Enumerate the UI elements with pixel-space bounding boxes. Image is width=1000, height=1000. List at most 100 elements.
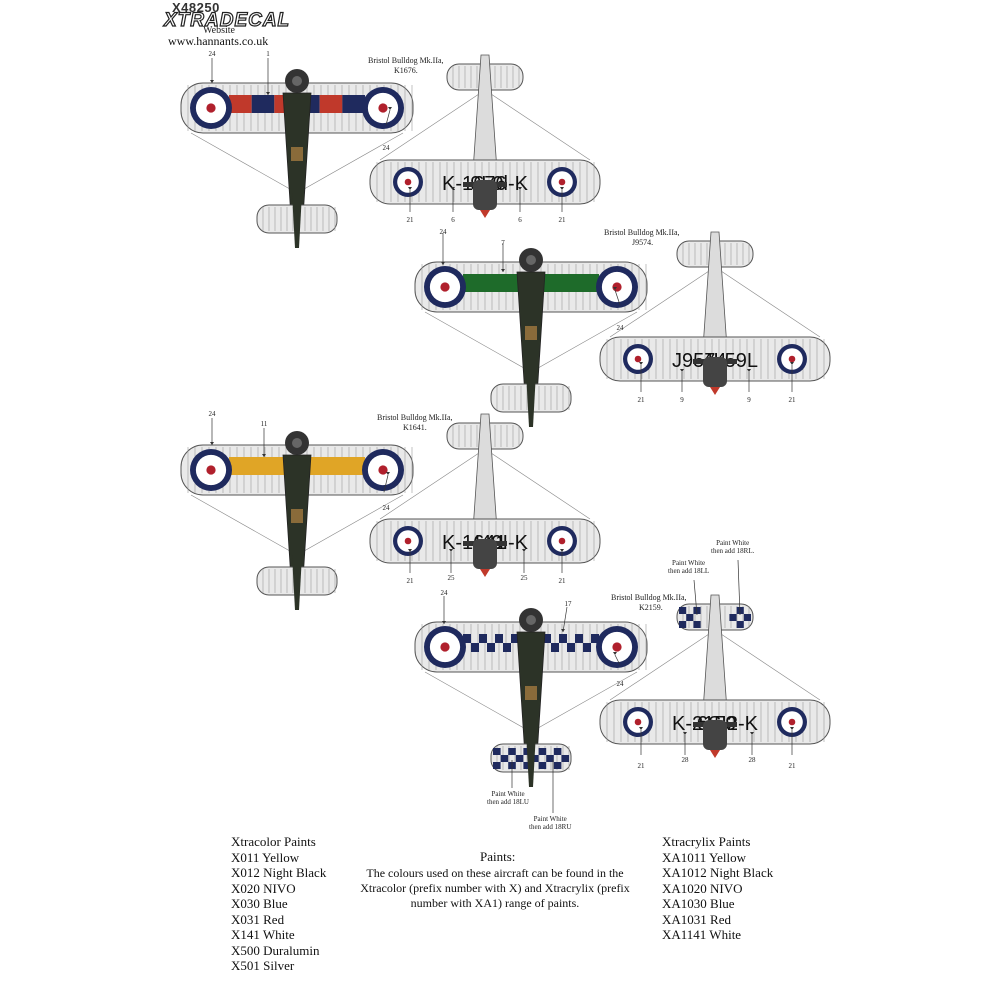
checker-square <box>736 621 744 628</box>
checker-square <box>583 643 591 652</box>
callout-number: 6 <box>518 216 522 224</box>
callout-arrow <box>790 362 794 365</box>
note-line: Paint White <box>672 559 706 567</box>
paint-item: X030 Blue <box>231 896 288 911</box>
callout-number: 21 <box>789 396 797 404</box>
callout-number: 21 <box>638 396 646 404</box>
top-view-1 <box>414 248 648 427</box>
caption-line: Bristol Bulldog Mk.IIa, <box>604 228 680 237</box>
checker-square <box>591 634 599 643</box>
cockpit <box>525 326 537 340</box>
squadron-stripe <box>229 95 252 113</box>
callout-line <box>614 289 621 306</box>
roundel-red-center <box>788 355 796 363</box>
callout-line <box>385 109 391 126</box>
callout-arrow <box>522 549 526 552</box>
callout-number: 11 <box>261 420 268 428</box>
checker-square <box>736 607 744 614</box>
website-link[interactable]: www.hannants.co.uk <box>168 34 269 48</box>
roundel-red-center <box>378 465 388 475</box>
spinner <box>480 210 490 218</box>
checker-square <box>503 643 511 652</box>
top-view-2 <box>180 431 414 610</box>
callout-arrow <box>451 187 455 190</box>
engine-hub <box>292 76 302 86</box>
paint-item: X020 NIVO <box>231 880 296 896</box>
paint-item: XA1020 NIVO <box>662 880 743 896</box>
callout-arrow <box>639 362 643 365</box>
roundel-red-center <box>440 642 450 652</box>
callout-arrow <box>518 187 522 190</box>
note-18ru: Paint White then add 18RU <box>529 815 571 831</box>
checker-square <box>493 748 501 755</box>
checker-square <box>567 643 575 652</box>
callout-number: 28 <box>682 756 690 764</box>
rear-fuselage <box>526 732 536 787</box>
checker-square <box>538 762 547 769</box>
callout-number: 21 <box>407 577 415 585</box>
note-line: then add 18RL. <box>711 547 755 555</box>
checker-square <box>559 634 567 643</box>
caption-k1676: Bristol Bulldog Mk.IIa, K1676. <box>368 56 444 76</box>
checker-square <box>538 748 547 755</box>
callout-number: 1 <box>266 50 270 58</box>
checker-square <box>743 614 751 621</box>
note-line: Paint White <box>491 790 525 798</box>
callout-line <box>614 654 621 666</box>
callout-number: 28 <box>749 756 757 764</box>
rear-fuselage <box>526 372 536 427</box>
cockpit <box>291 147 303 161</box>
xtracolor-title: Xtracolor Paints <box>231 834 316 849</box>
callout-arrow <box>613 287 617 290</box>
squadron-stripe <box>342 95 365 113</box>
checker-square <box>693 621 701 628</box>
paint-item: XA1031 Red <box>662 911 731 927</box>
xtracrylix-title: Xtracrylix Paints <box>662 834 751 849</box>
spinner <box>710 750 720 758</box>
callout-arrow <box>561 629 565 632</box>
callout-arrow <box>262 454 266 457</box>
callout-number: 17 <box>565 600 573 608</box>
paint-item: X501 Silver <box>231 958 295 973</box>
xtradecal-logo: X48250 XTRADECAL <box>160 0 300 50</box>
callout-number: 25 <box>521 574 529 582</box>
callout-arrow <box>790 727 794 730</box>
checker-square <box>693 607 701 614</box>
caption-k2159: Bristol Bulldog Mk.IIa, K2159. <box>611 593 687 613</box>
paints-heading: Paints: <box>480 849 516 864</box>
roundel-red-center <box>440 282 450 292</box>
note-line: then add 18RU <box>529 823 572 831</box>
engine-hub <box>526 615 536 625</box>
callout-arrow <box>639 727 643 730</box>
roundel-red-center <box>206 465 216 475</box>
callout-number: 7 <box>501 239 505 247</box>
callout-number: 24 <box>440 228 448 236</box>
callout-arrow <box>560 187 564 190</box>
checker-square <box>531 755 539 762</box>
cockpit <box>291 509 303 523</box>
callout-arrow <box>560 549 564 552</box>
checker-square <box>575 634 583 643</box>
callout-arrow <box>750 732 754 735</box>
paint-item: X011 Yellow <box>231 849 300 865</box>
callout-arrow <box>210 442 214 445</box>
website-label: Website <box>203 25 235 36</box>
under-view-3: K-21596SI2-K <box>599 594 831 758</box>
callout-arrow <box>449 549 453 552</box>
under-view-2: K-1641I49I-K <box>369 413 601 577</box>
spinner <box>480 569 490 577</box>
top-view-0 <box>180 69 414 248</box>
callout-arrow <box>747 369 751 372</box>
caption-line: Bristol Bulldog Mk.IIa, <box>377 413 453 422</box>
callout-number: 24 <box>383 504 391 512</box>
checker-square <box>561 755 569 762</box>
paint-item: XA1012 Night Black <box>662 865 774 880</box>
note-leader <box>737 559 741 616</box>
callout-number: 24 <box>617 324 625 332</box>
caption-serial: K1676. <box>394 66 418 75</box>
engine-underside <box>703 720 727 750</box>
checker-square <box>487 643 495 652</box>
roundel-red-center <box>558 537 566 545</box>
paint-item: X500 Duralumin <box>231 942 320 958</box>
